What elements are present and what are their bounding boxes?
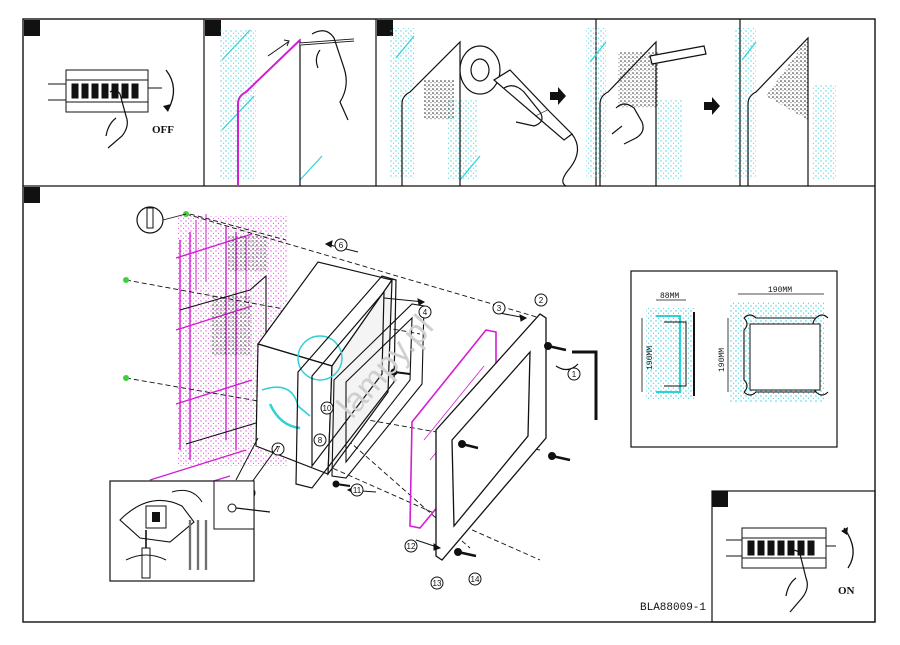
callout-circle-2 — [534, 293, 548, 307]
callout-circle-13 — [430, 576, 444, 590]
step-marker-3 — [377, 20, 393, 36]
lamp-housing — [295, 275, 397, 489]
rotate-arrow-icon — [165, 69, 175, 111]
rotate-arrow-icon — [555, 363, 579, 371]
callout-circle-14 — [468, 572, 482, 586]
dimension-drawing: 88MM 190MM 190MM 190MM — [630, 270, 838, 448]
callout-number-11: 11 — [353, 486, 362, 495]
callout-number-6: 6 — [339, 241, 344, 250]
on-label: ON — [838, 585, 855, 597]
callout-circle-4 — [418, 305, 432, 319]
step-marker-2 — [205, 20, 221, 36]
callout-number-8: 8 — [318, 436, 323, 445]
callout-number-7: 7 — [276, 445, 281, 454]
hand-icon — [503, 85, 543, 127]
screw-icon — [332, 342, 571, 558]
callout-circle-8 — [313, 433, 327, 447]
callout-circle-3 — [492, 301, 506, 315]
callout-circle-11 — [350, 483, 364, 497]
hand-icon — [311, 30, 349, 121]
off-label: OFF — [152, 124, 174, 136]
arrow-right-icon — [550, 87, 566, 105]
allen-key-icon — [572, 350, 598, 420]
outer-frame — [22, 18, 876, 623]
callout-circle-12 — [404, 539, 418, 553]
chisel-icon — [649, 45, 707, 65]
callout-circle-1 — [567, 367, 581, 381]
callout-circle-6 — [334, 238, 348, 252]
panel-cutting — [390, 19, 836, 187]
panel-power-off: OFF — [48, 69, 175, 149]
wall-plug-bottom — [123, 375, 129, 381]
screwdriver-icon — [141, 530, 151, 579]
hand-icon — [105, 89, 128, 149]
wiring-detail-inset — [109, 437, 279, 582]
fuse-box-icon — [726, 527, 836, 569]
rotate-arrow-icon — [843, 527, 854, 569]
step-marker-1 — [24, 20, 40, 36]
exploded-assembly: 1234567891011121314 — [115, 206, 598, 590]
callout-number-13: 13 — [433, 579, 442, 588]
gasket-frame — [331, 303, 425, 479]
callout-number-2: 2 — [539, 296, 544, 305]
callout-number-10: 10 — [323, 404, 332, 413]
step-marker-5 — [712, 491, 728, 507]
step-marker-4 — [24, 187, 40, 203]
width-dimension: 190MM — [768, 286, 792, 295]
panel-marking — [220, 29, 355, 186]
front-cover — [435, 313, 547, 561]
callout-number-3: 3 — [497, 304, 502, 313]
hand-icon — [785, 549, 808, 613]
callout-number-12: 12 — [407, 542, 416, 551]
callout-number-1: 1 — [572, 370, 577, 379]
wall-plug-left — [123, 277, 129, 283]
mounting-box — [255, 261, 393, 476]
pencil-icon — [299, 38, 355, 46]
arrow-right-icon — [704, 97, 720, 115]
fuse-box-icon — [48, 69, 162, 113]
front-height-dimension: 190MM — [718, 348, 727, 372]
callout-circle-10 — [320, 401, 334, 415]
panel-power-on: ON — [711, 490, 876, 623]
side-height-dimension: 190MM — [646, 346, 655, 370]
model-code: BLA88009-1 — [640, 602, 706, 614]
hand-icon — [611, 103, 644, 145]
callout-number-4: 4 — [423, 308, 428, 317]
callout-number-14: 14 — [471, 575, 480, 584]
callout-circle-7 — [271, 442, 285, 456]
depth-dimension: 88MM — [660, 292, 679, 301]
